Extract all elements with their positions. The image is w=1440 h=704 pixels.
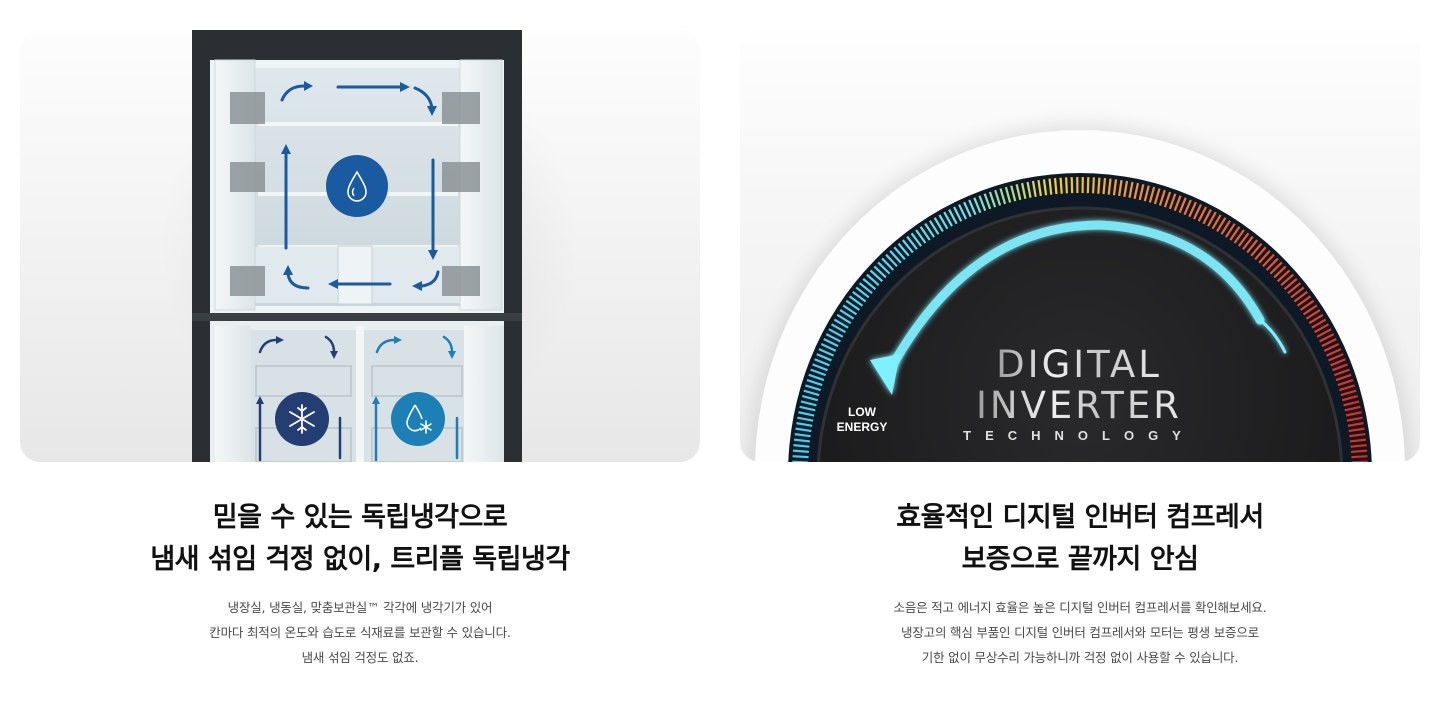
feature-triple-cooling: 믿을 수 있는 독립냉각으로 냄새 섞임 걱정 없이, 트리플 독립냉각 냉장실… — [20, 0, 700, 704]
gauge-low-label: LOW — [848, 405, 877, 419]
inverter-gauge-illustration: LOW ENERGY DIGITAL INVERTER TECHNOLOGY — [750, 125, 1410, 462]
feature-title: 믿을 수 있는 독립냉각으로 냄새 섞임 걱정 없이, 트리플 독립냉각 — [20, 497, 700, 581]
feature-description: 소음은 적고 에너지 효율은 높은 디지털 인버터 컴프레서를 확인해보세요. … — [740, 595, 1420, 670]
title-line-1: 믿을 수 있는 독립냉각으로 — [212, 502, 508, 533]
title-line-1: 효율적인 디지털 인버터 컴프레서 — [896, 502, 1264, 533]
brand-technology: TECHNOLOGY — [963, 428, 1195, 443]
brand-inverter: INVERTER — [976, 384, 1182, 427]
refrigerator-illustration — [160, 30, 580, 462]
desc-line-2: 냉장고의 핵심 부품인 디지털 인버터 컴프레서와 모터는 평생 보증으로 — [901, 625, 1259, 640]
desc-line-2: 칸마다 최적의 온도와 습도로 식재료를 보관할 수 있습니다. — [209, 625, 511, 640]
title-line-2: 냄새 섞임 걱정 없이, 트리플 독립냉각 — [150, 544, 570, 575]
feature-digital-inverter: LOW ENERGY DIGITAL INVERTER TECHNOLOGY 효… — [740, 0, 1420, 704]
feature-title: 효율적인 디지털 인버터 컴프레서 보증으로 끝까지 안심 — [740, 497, 1420, 581]
brand-digital: DIGITAL — [996, 343, 1162, 386]
desc-line-1: 소음은 적고 에너지 효율은 높은 디지털 인버터 컴프레서를 확인해보세요. — [893, 600, 1267, 615]
desc-line-3: 냄새 섞임 걱정도 없죠. — [301, 650, 419, 665]
feature-description: 냉장실, 냉동실, 맞춤보관실™ 각각에 냉각기가 있어 칸마다 최적의 온도와… — [20, 595, 700, 670]
fridge-image-card — [20, 30, 700, 462]
gauge-energy-label: ENERGY — [837, 420, 888, 434]
desc-line-1: 냉장실, 냉동실, 맞춤보관실™ 각각에 냉각기가 있어 — [227, 600, 493, 615]
title-line-2: 보증으로 끝까지 안심 — [961, 544, 1199, 575]
inverter-image-card: LOW ENERGY DIGITAL INVERTER TECHNOLOGY — [740, 30, 1420, 462]
desc-line-3: 기한 없이 무상수리 가능하니까 걱정 없이 사용할 수 있습니다. — [921, 650, 1239, 665]
